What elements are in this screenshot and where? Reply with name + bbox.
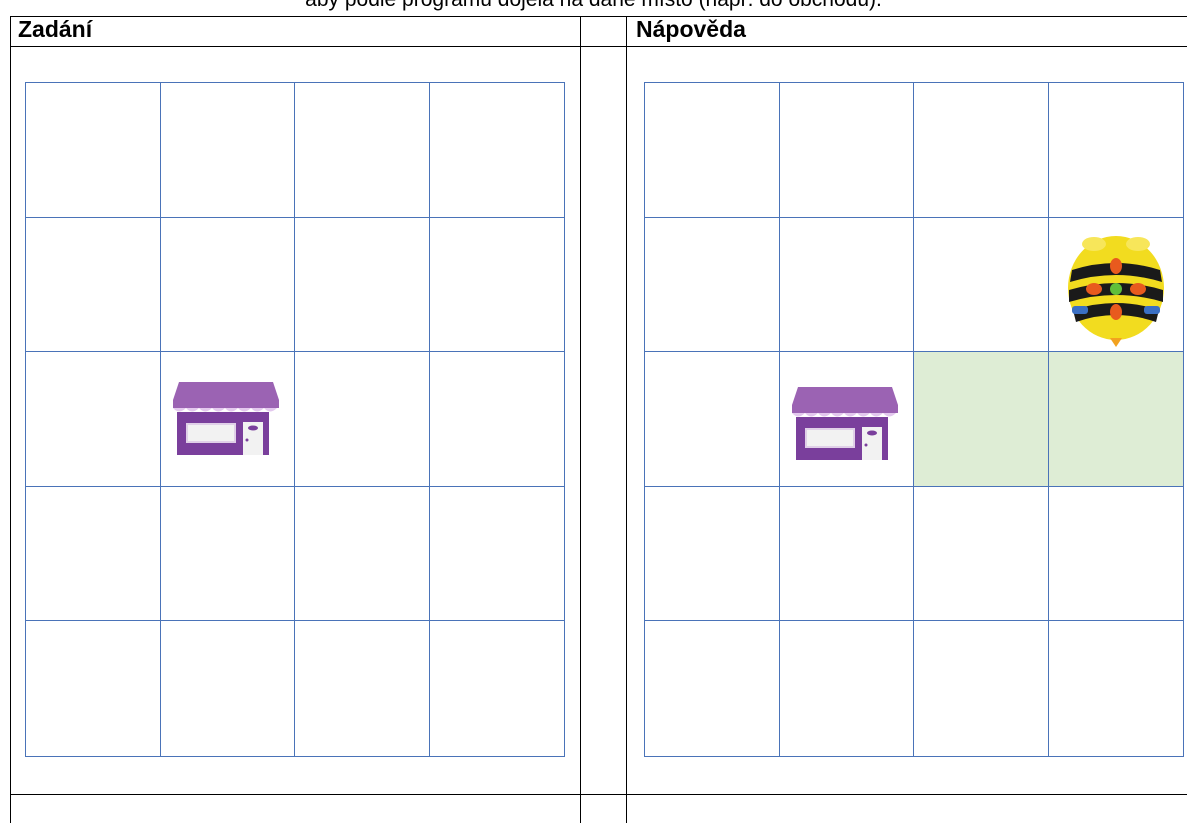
grid-cell — [914, 218, 1049, 353]
grid-cell — [295, 83, 430, 218]
grid-cell — [161, 621, 296, 756]
grid-cell — [1049, 621, 1184, 756]
grid-cell — [430, 621, 565, 756]
grid-cell — [295, 218, 430, 353]
grid-cell — [914, 621, 1049, 756]
grid-cell — [295, 352, 430, 487]
shop-icon — [171, 382, 281, 457]
instruction-text: aby podle programu dojela na dané místo … — [0, 0, 1187, 12]
left-column-title: Zadání — [18, 16, 92, 43]
grid-cell — [780, 83, 915, 218]
grid-cell — [1049, 487, 1184, 622]
grid-cell-highlighted — [914, 352, 1049, 487]
grid-cell — [26, 83, 161, 218]
right-column-title: Nápověda — [636, 16, 746, 43]
grid-cell — [161, 487, 296, 622]
grid-cell — [26, 218, 161, 353]
table-row-border — [10, 794, 1187, 795]
grid-cell-shop — [161, 352, 296, 487]
grid-cell — [780, 621, 915, 756]
left-grid — [25, 82, 565, 757]
grid-cell — [430, 487, 565, 622]
grid-cell — [161, 83, 296, 218]
grid-cell-shop — [780, 352, 915, 487]
grid-cell — [430, 83, 565, 218]
grid-cell — [26, 621, 161, 756]
grid-cell — [645, 218, 780, 353]
grid-cell — [430, 218, 565, 353]
table-left-border — [10, 16, 11, 823]
grid-cell — [161, 218, 296, 353]
grid-cell — [26, 352, 161, 487]
grid-cell — [780, 218, 915, 353]
table-col-divider-1 — [580, 16, 581, 823]
grid-cell — [914, 83, 1049, 218]
grid-cell — [1049, 83, 1184, 218]
grid-cell — [645, 487, 780, 622]
grid-cell-robot — [1049, 218, 1184, 353]
grid-cell — [780, 487, 915, 622]
grid-cell — [295, 487, 430, 622]
table-header-border — [10, 46, 1187, 47]
grid-cell — [645, 621, 780, 756]
table-col-divider-2 — [626, 16, 627, 823]
grid-cell — [295, 621, 430, 756]
grid-cell — [430, 352, 565, 487]
grid-cell — [914, 487, 1049, 622]
grid-cell — [645, 83, 780, 218]
grid-cell-highlighted — [1049, 352, 1184, 487]
shop-icon — [790, 387, 900, 462]
grid-cell — [26, 487, 161, 622]
right-grid — [644, 82, 1184, 757]
table-top-border — [10, 16, 1187, 17]
grid-cell — [645, 352, 780, 487]
bee-bot-robot-icon — [1064, 228, 1168, 348]
